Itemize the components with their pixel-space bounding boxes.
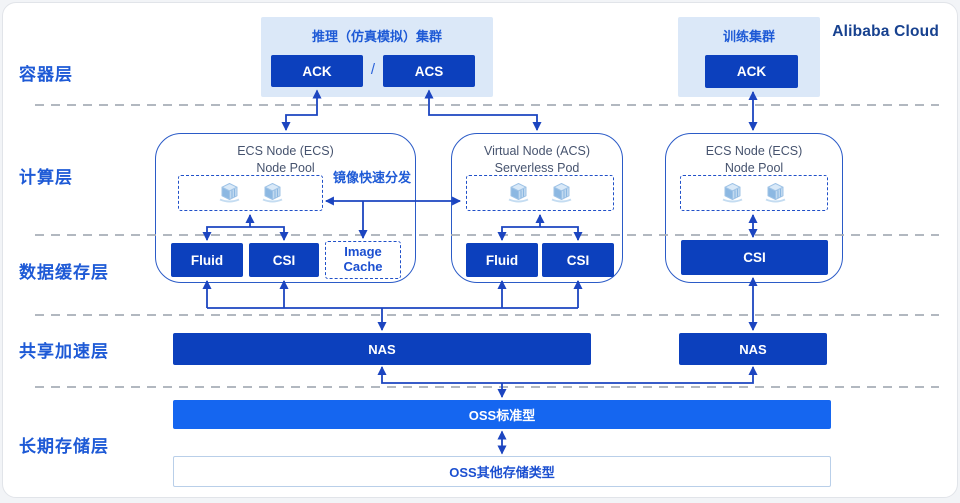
image-distribution-label: 镜像快速分发	[333, 170, 412, 185]
pod-group-left	[178, 175, 323, 211]
container-icon	[216, 182, 243, 204]
fluid-middle-node: Fluid	[466, 243, 538, 277]
inference-acs-node: ACS	[383, 55, 475, 87]
node-title-line2: Node Pool	[256, 160, 315, 175]
node-title-line2: Serverless Pod	[494, 160, 580, 175]
oss-other-storage-node: OSS其他存储类型	[173, 456, 831, 487]
inference-cluster-group: 推理（仿真模拟）集群 ACK / ACS	[261, 17, 493, 97]
container-icon	[762, 182, 789, 204]
node-title-line2: Node Pool	[724, 160, 784, 175]
nas-left-node: NAS	[173, 333, 591, 365]
container-icon	[505, 182, 532, 204]
container-icon	[259, 182, 286, 204]
container-icon	[548, 182, 575, 204]
oss-standard-node: OSS标准型	[173, 400, 831, 429]
image-cache-node: Image Cache	[325, 241, 401, 279]
csi-middle-node: CSI	[542, 243, 614, 277]
ecs-node-pool-right-title: ECS Node (ECS) Node Pool	[666, 143, 842, 176]
virtual-node-acs-box: Virtual Node (ACS) Serverless Pod	[451, 133, 623, 283]
nas-right-node: NAS	[679, 333, 827, 365]
node-title-line1: ECS Node (ECS)	[237, 144, 334, 158]
pod-group-right	[680, 175, 828, 211]
alibaba-cloud-logo: Alibaba Cloud	[832, 23, 939, 40]
layer-label-long-storage: 长期存储层	[19, 437, 109, 456]
node-title-line1: ECS Node (ECS)	[705, 144, 803, 158]
pod-group-middle	[466, 175, 614, 211]
training-cluster-title: 训练集群	[722, 29, 775, 44]
training-ack-node: ACK	[705, 55, 798, 88]
layer-label-container: 容器层	[19, 65, 73, 84]
layer-label-compute: 计算层	[19, 168, 73, 187]
training-cluster-group: 训练集群 ACK	[678, 17, 820, 97]
slash-separator: /	[370, 61, 376, 78]
node-title-line1: Virtual Node (ACS)	[483, 144, 591, 158]
inference-ack-node: ACK	[271, 55, 363, 87]
fluid-left-node: Fluid	[171, 243, 243, 277]
ecs-node-pool-left-title: ECS Node (ECS) Node Pool	[156, 143, 415, 176]
layer-label-shared-accel: 共享加速层	[19, 342, 109, 361]
virtual-node-acs-title: Virtual Node (ACS) Serverless Pod	[452, 143, 622, 176]
csi-left-node: CSI	[249, 243, 319, 277]
layer-label-data-cache: 数据缓存层	[19, 263, 109, 282]
inference-cluster-title: 推理（仿真模拟）集群	[311, 29, 442, 44]
container-icon	[719, 182, 746, 204]
csi-right-node: CSI	[681, 240, 828, 275]
